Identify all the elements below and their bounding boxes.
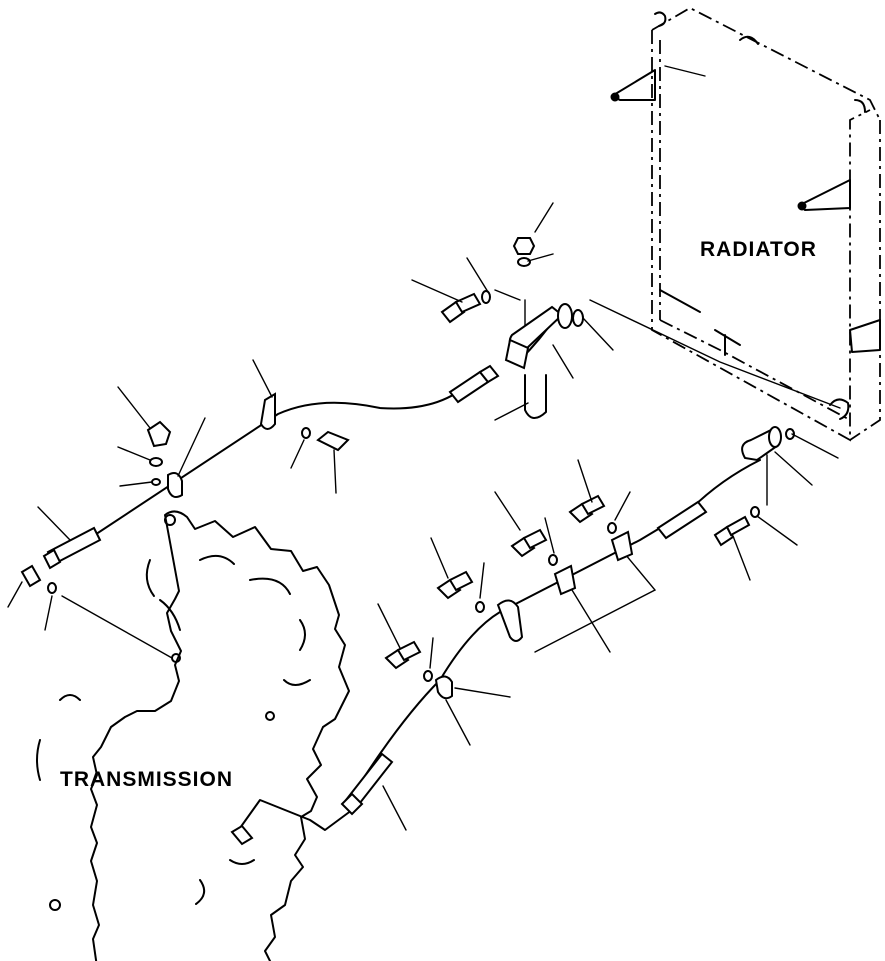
hose-lines [74, 317, 761, 831]
radiator-elbow-fitting [504, 303, 584, 370]
radiator-lower-fitting [656, 426, 795, 547]
radiator: RADIATOR [610, 6, 881, 442]
clamp-brackets-middle [384, 494, 634, 700]
hose-fitting-left [20, 526, 102, 594]
hose-fitting-upper [448, 364, 500, 404]
nut-top [512, 237, 536, 267]
part-callouts [7, 202, 839, 831]
callout-lines [61, 289, 841, 659]
radiator-label: RADIATOR [700, 238, 817, 261]
leader-line [664, 65, 706, 77]
transmission: TRANSMISSION [36, 510, 350, 961]
hose-clamp-upper [259, 392, 350, 452]
u-bolt [524, 374, 547, 419]
hose-clamp-left [146, 420, 183, 498]
transmission-label: TRANSMISSION [60, 768, 233, 791]
hose-fitting-lower [230, 752, 394, 846]
o-ring-icon [572, 309, 584, 327]
bolt-upper [440, 290, 491, 324]
